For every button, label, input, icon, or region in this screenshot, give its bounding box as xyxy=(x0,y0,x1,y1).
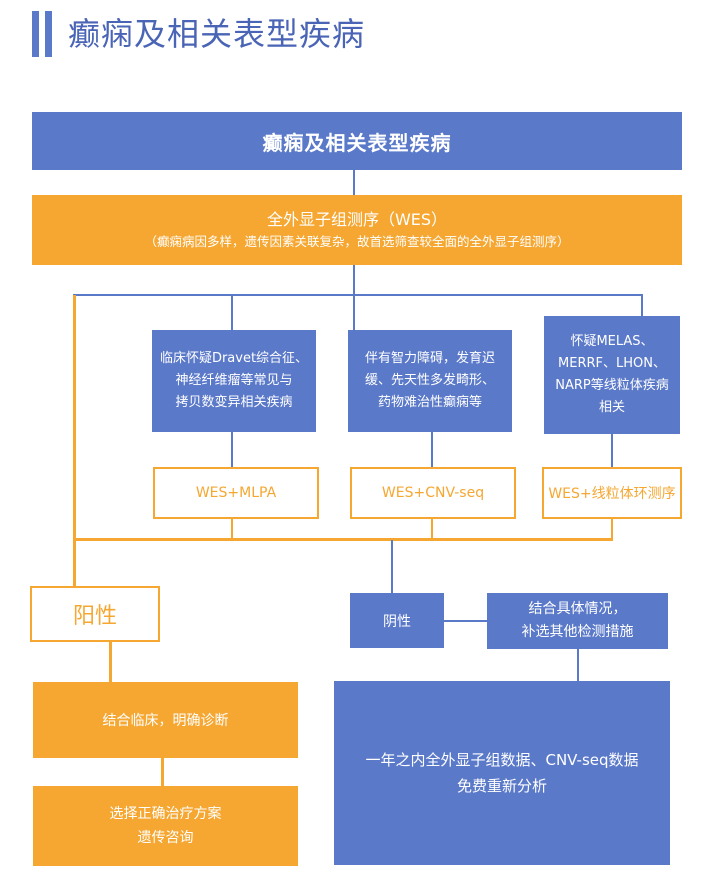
condition-line: 相关 xyxy=(598,400,625,415)
header-label: 癫痫及相关表型疾病 xyxy=(262,130,452,155)
reanalysis-line: 免费重新分析 xyxy=(456,777,547,795)
condition-line: 怀疑MELAS、 xyxy=(570,334,654,349)
connector-line xyxy=(73,538,613,541)
condition-box-mitochondrial: 怀疑MELAS、 MERRF、LHON、 NARP等线粒体疾病 相关 xyxy=(544,316,680,434)
condition-line: 缓、先天性多发畸形、 xyxy=(364,373,495,388)
connector-line xyxy=(73,295,76,586)
connector-line xyxy=(109,642,112,682)
connector-line xyxy=(611,434,613,467)
negative-label: 阴性 xyxy=(383,613,411,630)
condition-line: 药物难治性癫痫等 xyxy=(377,395,482,410)
connector-line xyxy=(73,294,643,296)
supplement-line: 补选其他检测措施 xyxy=(521,624,634,640)
test-box-mlpa: WES+MLPA xyxy=(153,467,319,519)
diagnosis-label: 结合临床，明确诊断 xyxy=(102,713,229,729)
condition-box-intellectual: 伴有智力障碍，发育迟 缓、先天性多发畸形、 药物难治性癫痫等 xyxy=(348,330,512,432)
connector-line xyxy=(641,295,643,316)
connector-line xyxy=(231,295,233,330)
diagnosis-box: 结合临床，明确诊断 xyxy=(33,682,298,758)
condition-line: 伴有智力障碍，发育迟 xyxy=(364,351,495,366)
connector-line xyxy=(161,758,164,786)
wes-title: 全外显子组测序（WES） xyxy=(266,210,448,229)
supplement-box: 结合具体情况， 补选其他检测措施 xyxy=(487,593,668,649)
header-box: 癫痫及相关表型疾病 xyxy=(32,112,682,170)
reanalysis-box: 一年之内全外显子组数据、CNV-seq数据 免费重新分析 xyxy=(334,681,670,865)
connector-line xyxy=(231,519,233,539)
test-label: WES+MLPA xyxy=(195,485,277,501)
connector-line xyxy=(353,295,355,330)
treatment-line: 遗传咨询 xyxy=(137,830,194,846)
connector-line xyxy=(431,432,433,467)
treatment-line: 选择正确治疗方案 xyxy=(109,806,222,822)
positive-box: 阳性 xyxy=(30,586,160,642)
condition-line: 拷贝数变异相关疾病 xyxy=(175,395,293,410)
condition-line: NARP等线粒体疾病 xyxy=(555,378,669,393)
reanalysis-line: 一年之内全外显子组数据、CNV-seq数据 xyxy=(365,751,639,769)
connector-line xyxy=(611,519,613,539)
test-box-cnv-seq: WES+CNV-seq xyxy=(350,467,516,519)
negative-box: 阴性 xyxy=(350,593,444,648)
supplement-line: 结合具体情况， xyxy=(528,601,627,617)
connector-line xyxy=(444,620,487,622)
connector-line xyxy=(231,432,233,467)
page-title: 癫痫及相关表型疾病 xyxy=(68,15,366,53)
test-label: WES+CNV-seq xyxy=(381,485,485,501)
title-accent-bar xyxy=(32,11,39,57)
condition-line: MERRF、LHON、 xyxy=(558,356,666,371)
test-label: WES+线粒体环测序 xyxy=(548,486,676,502)
positive-label: 阳性 xyxy=(72,604,117,629)
connector-line xyxy=(577,649,579,681)
test-box-mito: WES+线粒体环测序 xyxy=(542,467,682,519)
condition-box-cnv: 临床怀疑Dravet综合征、 神经纤维瘤等常见与 拷贝数变异相关疾病 xyxy=(152,330,316,432)
connector-line xyxy=(391,540,393,593)
connector-line xyxy=(353,170,355,195)
title-accent-bar xyxy=(45,11,52,57)
condition-line: 神经纤维瘤等常见与 xyxy=(175,373,293,388)
treatment-box: 选择正确治疗方案 遗传咨询 xyxy=(33,786,298,866)
condition-line: 临床怀疑Dravet综合征、 xyxy=(159,351,309,366)
connector-line xyxy=(353,265,355,295)
connector-line xyxy=(431,519,433,539)
wes-box: 全外显子组测序（WES） （癫痫病因多样，遗传因素关联复杂，故首选筛查较全面的全… xyxy=(32,195,682,265)
wes-subtitle: （癫痫病因多样，遗传因素关联复杂，故首选筛查较全面的全外显子组测序） xyxy=(144,234,570,249)
